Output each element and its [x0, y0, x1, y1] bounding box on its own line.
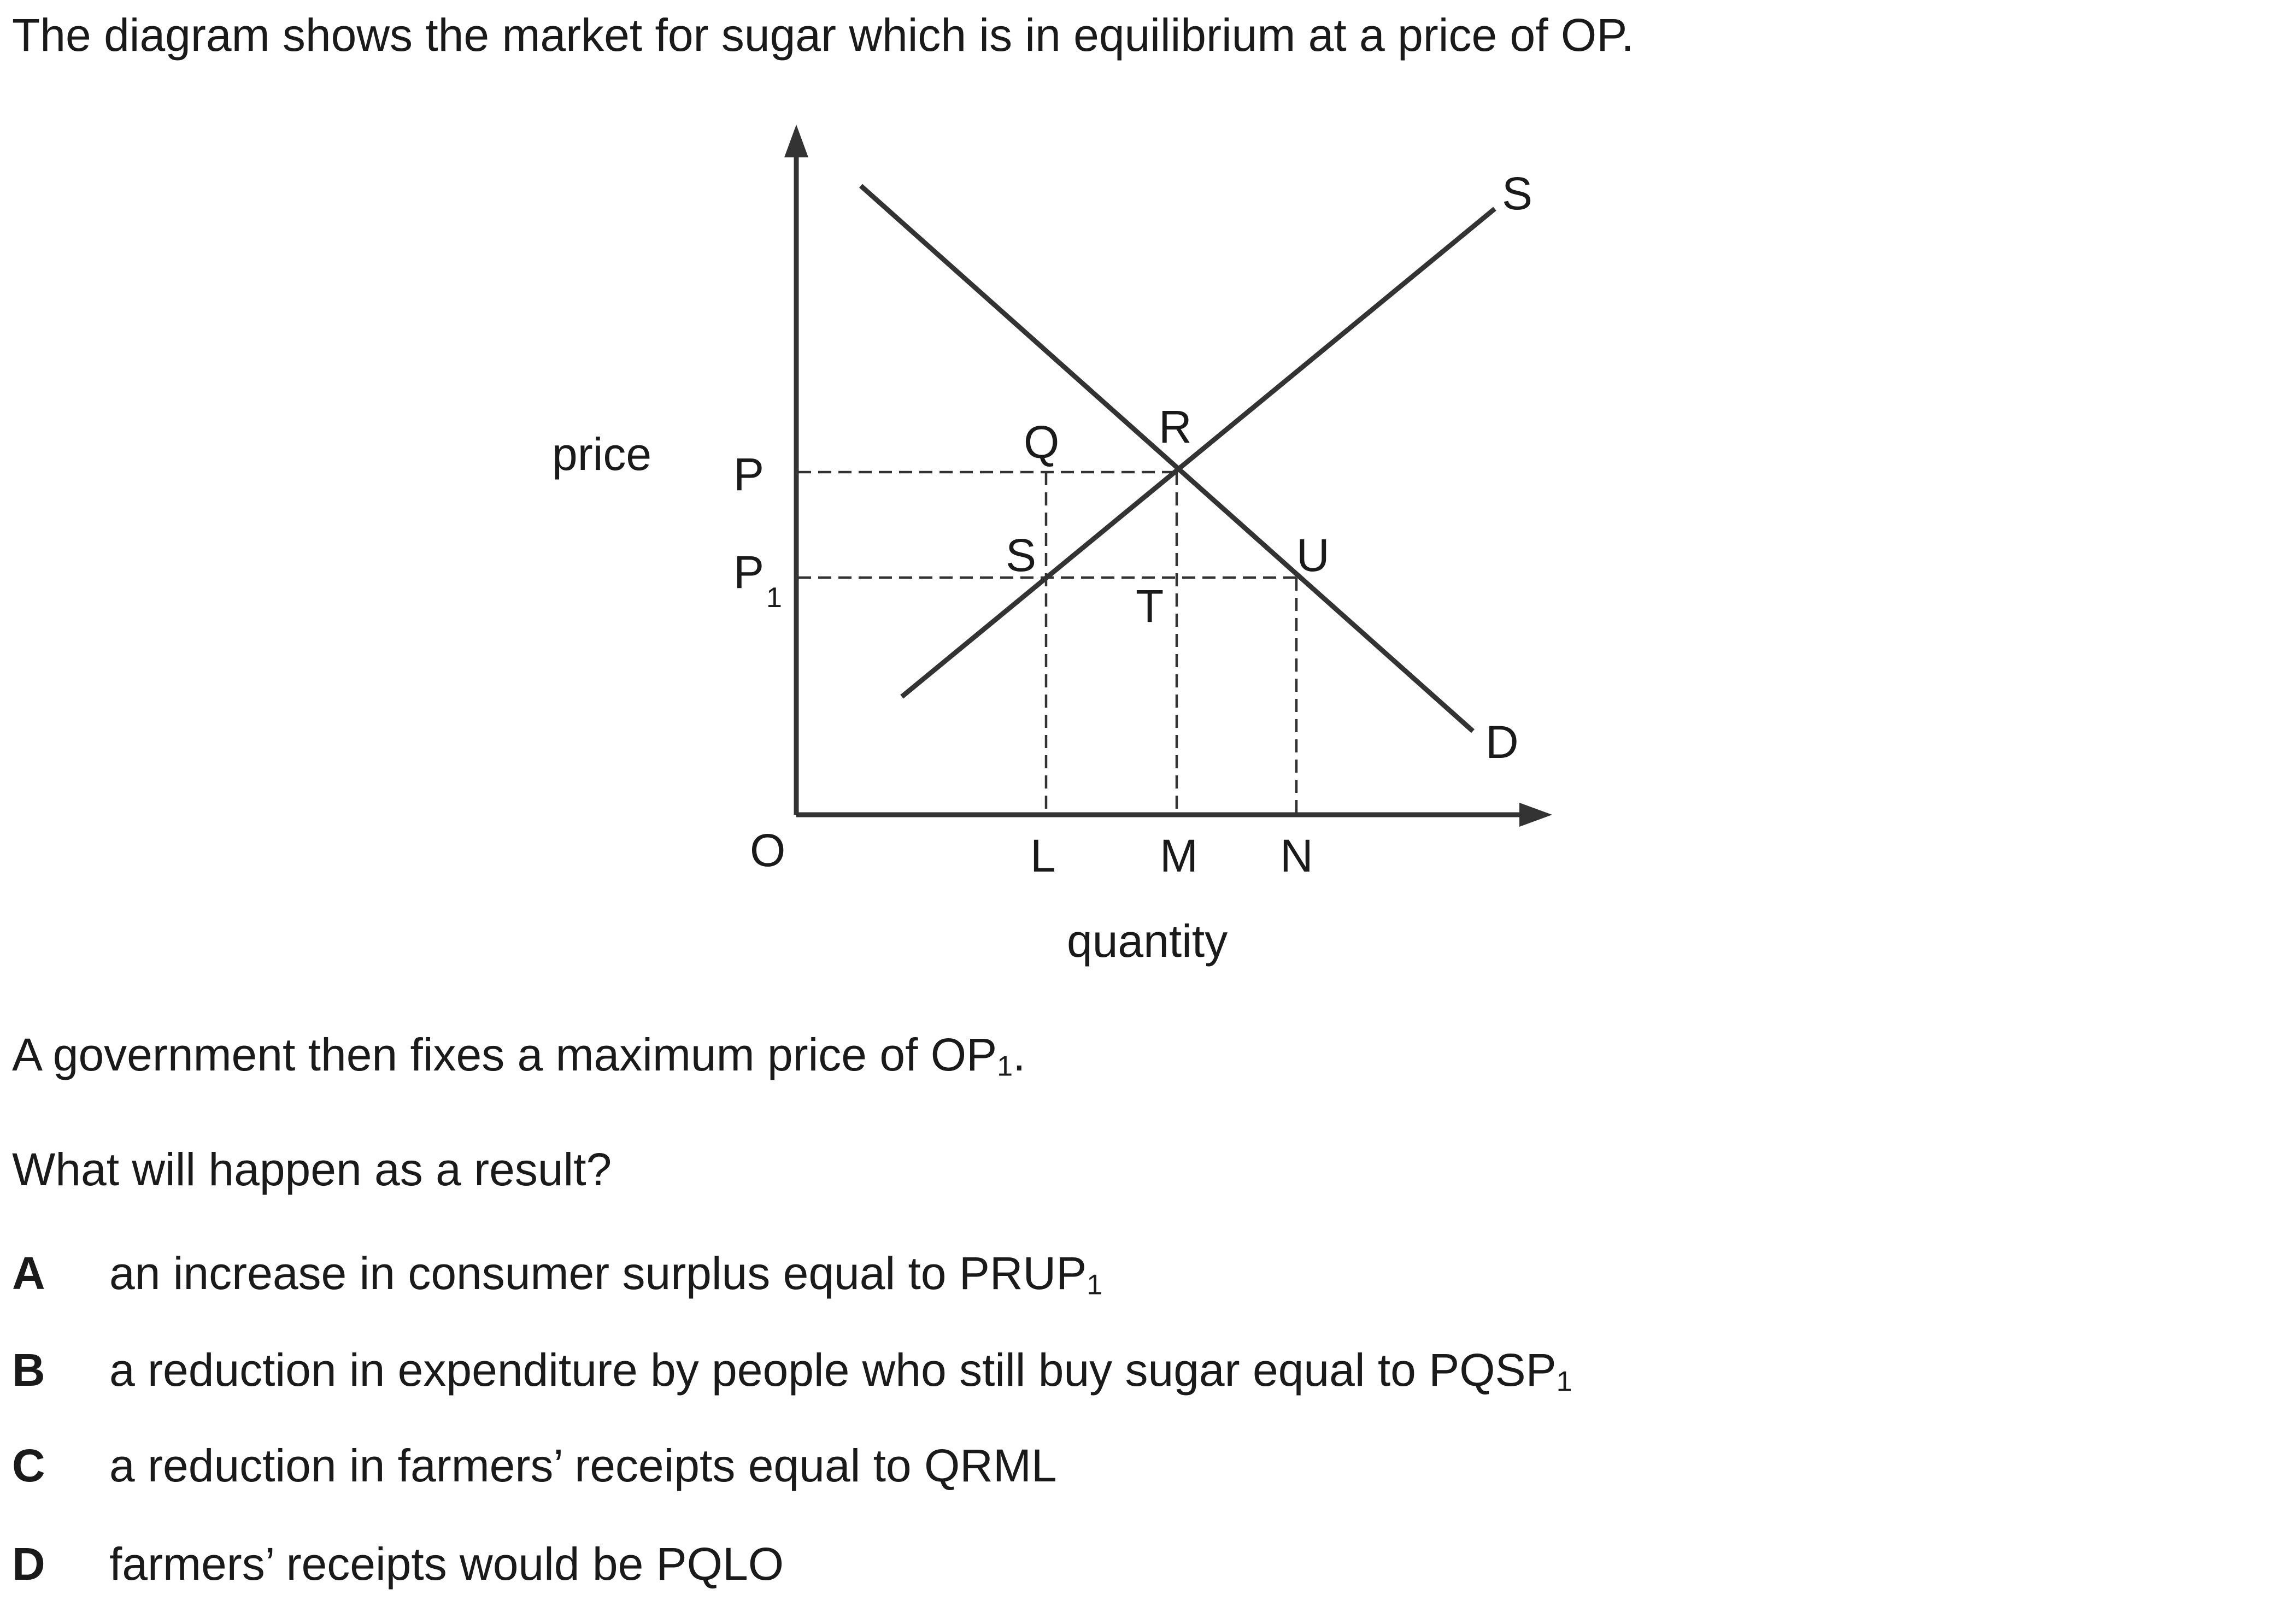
price-p-label: P — [733, 449, 764, 500]
option-a-letter: A — [12, 1248, 45, 1299]
point-u-label: U — [1296, 529, 1330, 581]
ceiling-subscript: 1 — [997, 1050, 1013, 1082]
quantity-n-label: N — [1280, 830, 1313, 881]
demand-curve — [859, 184, 1475, 733]
quantity-axis-arrow — [1519, 803, 1552, 827]
ceiling-end: . — [1013, 1029, 1026, 1080]
y-axis-label: price — [552, 428, 651, 480]
option-b-letter: B — [12, 1344, 45, 1396]
option-b-text: a reduction in expenditure by people who… — [109, 1344, 1557, 1396]
option-d-letter: D — [12, 1538, 45, 1590]
x-axis-label: quantity — [1067, 915, 1228, 967]
price-p1-subscript: 1 — [766, 582, 782, 614]
option-a-subscript: 1 — [1087, 1269, 1103, 1301]
ceiling-main: A government then fixes a maximum price … — [12, 1029, 997, 1080]
option-b-subscript: 1 — [1556, 1366, 1572, 1398]
point-t-label: T — [1136, 580, 1164, 632]
ceiling-text: A government then fixes a maximum price … — [12, 1032, 1025, 1080]
point-s-label: S — [1006, 529, 1036, 581]
price-p1-label: P — [733, 546, 764, 598]
point-r-label: R — [1159, 401, 1192, 452]
option-c-letter: C — [12, 1440, 45, 1491]
option-c-text: a reduction in farmers’ receipts equal t… — [109, 1440, 1057, 1491]
origin-label: O — [750, 825, 785, 876]
intro-text: The diagram shows the market for sugar w… — [12, 9, 1634, 61]
supply-demand-diagram: price quantity O P P 1 L M N Q R S T U S… — [552, 125, 1552, 967]
price-axis-arrow — [784, 125, 808, 157]
question-text: What will happen as a result? — [12, 1144, 612, 1195]
supply-curve-label: S — [1502, 168, 1532, 219]
supply-curve — [900, 207, 1496, 699]
quantity-l-label: L — [1030, 830, 1056, 881]
demand-curve-label: D — [1485, 716, 1519, 768]
option-a-text: an increase in consumer surplus equal to… — [109, 1248, 1087, 1299]
quantity-m-label: M — [1160, 830, 1198, 881]
point-q-label: Q — [1024, 416, 1059, 468]
option-d-text: farmers’ receipts would be PQLO — [109, 1538, 784, 1590]
